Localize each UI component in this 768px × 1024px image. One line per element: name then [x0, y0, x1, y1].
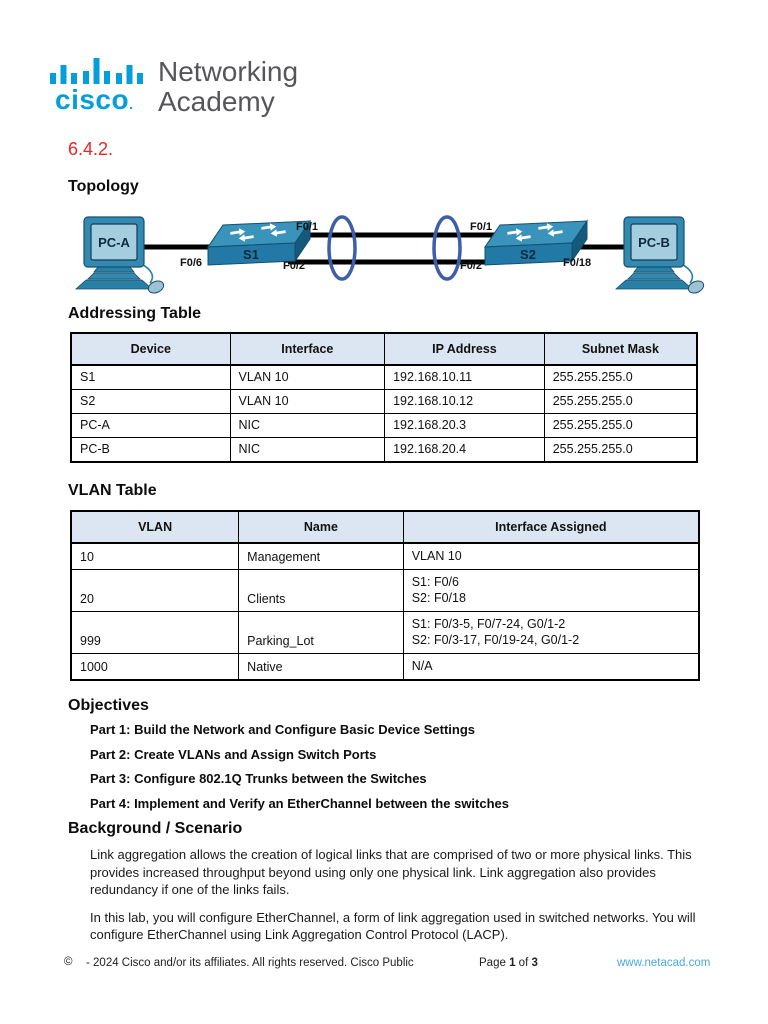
- interface-line: S2: F0/18: [411, 591, 466, 605]
- table-cell: 192.168.10.11: [384, 364, 545, 390]
- table-header-row: VLAN Name Interface Assigned: [70, 510, 700, 544]
- objective-item: Part 3: Configure 802.1Q Trunks between …: [90, 771, 427, 786]
- netacad-link[interactable]: www.netacad.com: [617, 957, 711, 969]
- page-indicator: Page 1 of 3: [479, 957, 538, 969]
- port-label-f018: F0/18: [563, 257, 591, 269]
- lab-number: 6.4.2.: [68, 139, 114, 159]
- pc-a-label: PC-A: [98, 235, 130, 250]
- table-cell: Clients: [238, 569, 404, 612]
- etherchannel-oval-right: [432, 215, 462, 281]
- table-cell: VLAN 10: [402, 542, 700, 570]
- table-header-cell: Interface Assigned: [402, 510, 700, 544]
- table-header-cell: Interface: [229, 332, 386, 366]
- mouse-icon: [687, 280, 705, 294]
- s2-label: S2: [520, 247, 536, 262]
- table-row: S1 VLAN 10 192.168.10.11 255.255.255.0: [70, 364, 698, 390]
- addressing-heading: Addressing Table: [68, 305, 202, 322]
- table-cell: 255.255.255.0: [543, 437, 698, 463]
- cisco-wordmark: cisco.: [55, 84, 134, 115]
- table-cell: 192.168.10.12: [384, 389, 545, 414]
- interface-line: VLAN 10: [411, 549, 462, 563]
- table-header-cell: Subnet Mask: [543, 332, 698, 366]
- table-cell: Management: [238, 542, 404, 570]
- cisco-bridge-icon: [50, 58, 143, 84]
- background-section: Link aggregation allows the creation of …: [90, 846, 708, 954]
- port-label-s2-f02: F0/2: [460, 260, 482, 272]
- pc-a-icon: PC-A: [74, 216, 165, 294]
- table-cell: VLAN 10: [229, 364, 386, 390]
- table-cell: S2: [70, 389, 231, 414]
- port-label-s1-f01: F0/1: [296, 221, 318, 233]
- table-row: PC-B NIC 192.168.20.4 255.255.255.0: [70, 437, 698, 463]
- pc-b-icon: PC-B: [614, 216, 705, 294]
- background-heading: Background / Scenario: [68, 820, 243, 837]
- academy-name: Networking Academy: [158, 57, 298, 117]
- background-paragraph: Link aggregation allows the creation of …: [90, 847, 692, 897]
- table-cell: PC-A: [70, 413, 231, 438]
- port-label-s1-f02: F0/2: [283, 260, 305, 272]
- table-cell: 255.255.255.0: [543, 364, 698, 390]
- interface-line: S2: F0/3-17, F0/19-24, G0/1-2: [411, 633, 580, 647]
- copyright-symbol: ©: [64, 956, 73, 968]
- table-cell: NIC: [229, 413, 386, 438]
- switch-s1-icon: S1: [207, 219, 311, 266]
- table-cell: 255.255.255.0: [543, 389, 698, 414]
- interface-line: S1: F0/3-5, F0/7-24, G0/1-2: [411, 617, 566, 631]
- academy-line1: Networking: [158, 56, 299, 87]
- table-cell: 20: [70, 569, 240, 612]
- table-header-cell: Name: [238, 510, 404, 544]
- table-cell: PC-B: [70, 437, 231, 463]
- table-cell: VLAN 10: [229, 389, 386, 414]
- table-cell: 10: [70, 542, 240, 570]
- background-paragraph: In this lab, you will configure EtherCha…: [90, 909, 696, 943]
- objective-item: Part 4: Implement and Verify an EtherCha…: [90, 795, 510, 811]
- addressing-table: Device Interface IP Address Subnet Mask …: [70, 332, 698, 463]
- port-label-s2-f01: F0/1: [470, 221, 492, 233]
- interface-line: N/A: [411, 659, 433, 673]
- objective-item: Part 2: Create VLANs and Assign Switch P…: [90, 746, 377, 762]
- table-row: PC-A NIC 192.168.20.3 255.255.255.0: [70, 413, 698, 438]
- table-cell: S1: F0/3-5, F0/7-24, G0/1-2 S2: F0/3-17,…: [402, 611, 700, 654]
- table-header-cell: VLAN: [70, 510, 240, 544]
- topology-diagram: PC-A S1 S2: [74, 215, 705, 294]
- table-cell: 1000: [70, 653, 240, 681]
- table-header-row: Device Interface IP Address Subnet Mask: [70, 332, 698, 366]
- page-current: 1: [509, 957, 516, 969]
- page-total: 3: [531, 957, 538, 969]
- table-header-cell: IP Address: [384, 332, 545, 366]
- etherchannel-oval-left: [327, 215, 357, 281]
- objectives-heading: Objectives: [68, 697, 149, 714]
- table-row: S2 VLAN 10 192.168.10.12 255.255.255.0: [70, 389, 698, 414]
- cisco-trademark-dot: .: [129, 96, 134, 112]
- topology-heading: Topology: [68, 178, 139, 195]
- table-cell: NIC: [229, 437, 386, 463]
- table-cell: N/A: [402, 653, 700, 681]
- interface-line: S1: F0/6: [411, 575, 459, 589]
- table-row: 999 Parking_Lot S1: F0/3-5, F0/7-24, G0/…: [70, 611, 700, 654]
- table-header-cell: Device: [70, 332, 231, 366]
- vlan-heading: VLAN Table: [68, 482, 157, 499]
- table-cell: Native: [238, 653, 404, 681]
- table-row: 20 Clients S1: F0/6 S2: F0/18: [70, 569, 700, 612]
- academy-line2: Academy: [158, 86, 275, 117]
- switch-s2-icon: S2: [484, 219, 588, 266]
- table-cell: 255.255.255.0: [543, 413, 698, 438]
- port-label-f06: F0/6: [180, 257, 202, 269]
- table-cell: 192.168.20.4: [384, 437, 545, 463]
- pc-b-label: PC-B: [638, 235, 670, 250]
- table-cell: S1: F0/6 S2: F0/18: [402, 569, 700, 612]
- table-row: 1000 Native N/A: [70, 653, 700, 681]
- copyright-text: - 2024 Cisco and/or its affiliates. All …: [86, 957, 414, 969]
- objectives-list: Part 1: Build the Network and Configure …: [90, 722, 700, 820]
- mouse-icon: [147, 280, 165, 294]
- table-cell: S1: [70, 364, 231, 390]
- table-row: 10 Management VLAN 10: [70, 542, 700, 570]
- table-cell: 999: [70, 611, 240, 654]
- table-cell: 192.168.20.3: [384, 413, 545, 438]
- table-cell: Parking_Lot: [238, 611, 404, 654]
- vlan-table: VLAN Name Interface Assigned 10 Manageme…: [70, 510, 700, 681]
- s1-label: S1: [243, 247, 259, 262]
- objective-item: Part 1: Build the Network and Configure …: [90, 722, 476, 737]
